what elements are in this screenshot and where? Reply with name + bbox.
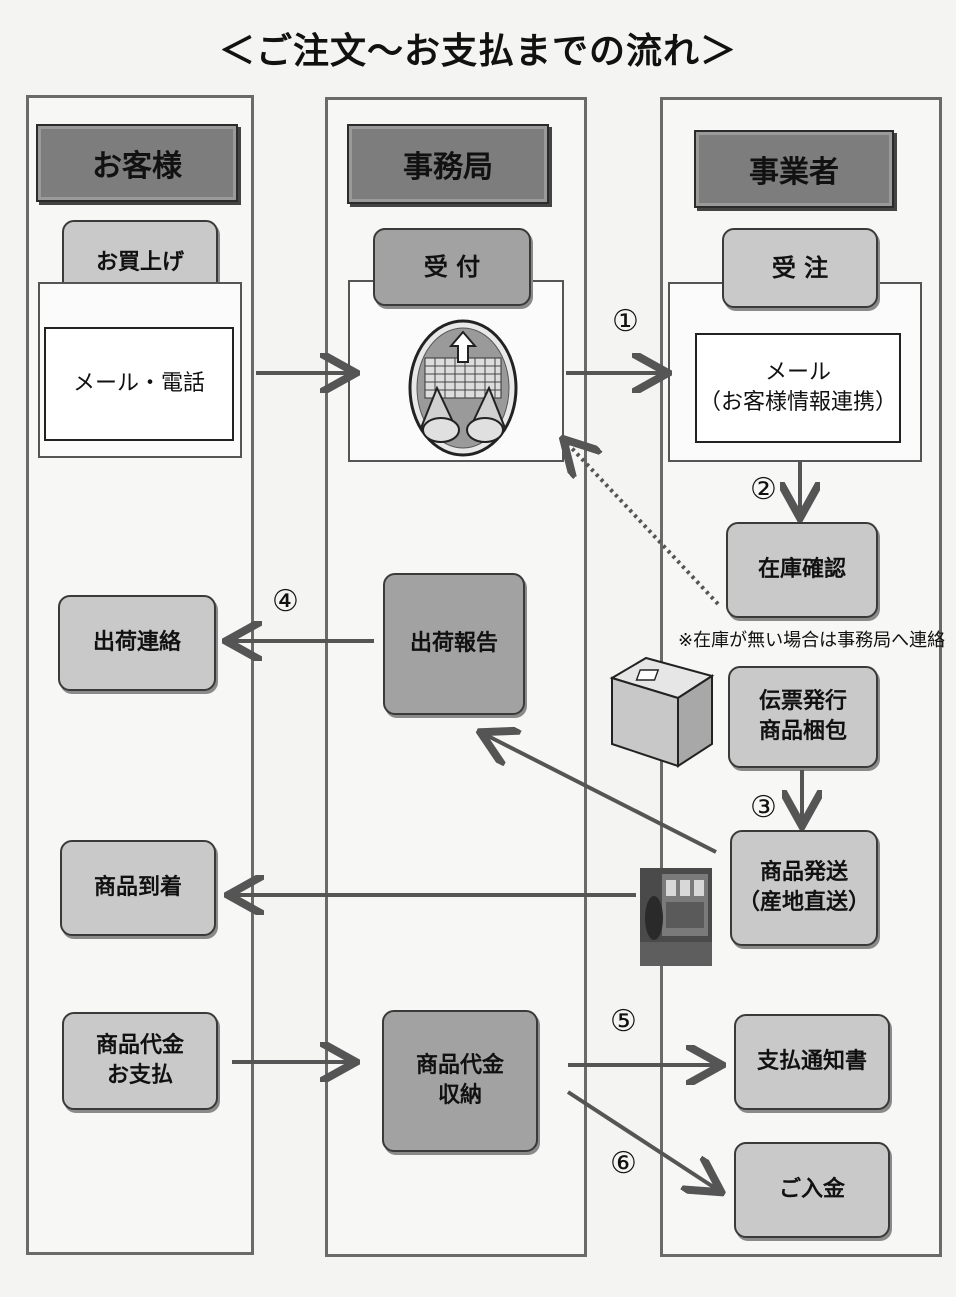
arrival-box: 商品到着 [60, 840, 216, 936]
ship-line2: （産地直送） [737, 890, 870, 915]
reception-box: 受 付 [373, 228, 531, 306]
dotted-arrow-stock-to-reception [566, 442, 720, 606]
page-title: ＜ご注文～お支払までの流れ＞ [218, 31, 737, 72]
collection-line1: 商品代金 [415, 1053, 504, 1079]
mail-box: メール （お客様情報連携） [695, 333, 901, 443]
lane-header-customer: お客様 [36, 124, 238, 202]
arrow-ship-to-report [484, 734, 717, 854]
slip-line1: 伝票発行 [758, 689, 847, 715]
shipping-notice-box: 出荷連絡 [58, 595, 216, 691]
slip-line2: 商品梱包 [758, 719, 847, 744]
package-box-icon [608, 654, 718, 770]
ship-box: 商品発送 （産地直送） [730, 830, 878, 946]
channel-box: メール・電話 [44, 327, 234, 441]
mail-line2: （お客様情報連携） [698, 390, 897, 415]
step-6-label: ⑥ [610, 1146, 637, 1181]
customer-payment-line2: お支払 [106, 1063, 173, 1088]
arrow-collection-to-deposit [566, 1090, 718, 1190]
step-5-label: ⑤ [610, 1004, 637, 1039]
step-3-label: ③ [750, 790, 777, 825]
ship-line1: 商品発送 [759, 860, 848, 886]
customer-payment-line1: 商品代金 [95, 1033, 184, 1059]
customer-payment-box: 商品代金 お支払 [62, 1012, 218, 1110]
deposit-box: ご入金 [734, 1142, 890, 1238]
shipping-report-box: 出荷報告 [383, 573, 525, 715]
collection-box: 商品代金 収納 [382, 1010, 538, 1152]
slip-box: 伝票発行 商品梱包 [728, 666, 878, 768]
keyboard-typing-icon [407, 318, 519, 458]
stock-check-box: 在庫確認 [726, 522, 878, 618]
step-4-label: ④ [272, 584, 299, 619]
step-2-label: ② [750, 472, 777, 507]
delivery-truck-photo [640, 868, 712, 966]
lane-header-office: 事務局 [347, 124, 549, 204]
order-received-box: 受 注 [722, 228, 878, 308]
collection-line2: 収納 [437, 1083, 482, 1108]
payment-notice-box: 支払通知書 [734, 1014, 890, 1110]
mail-line1: メール [764, 360, 831, 386]
stock-note: ※在庫が無い場合は事務局へ連絡 [678, 630, 946, 651]
step-1-label: ① [612, 304, 639, 339]
lane-header-vendor: 事業者 [694, 130, 894, 208]
